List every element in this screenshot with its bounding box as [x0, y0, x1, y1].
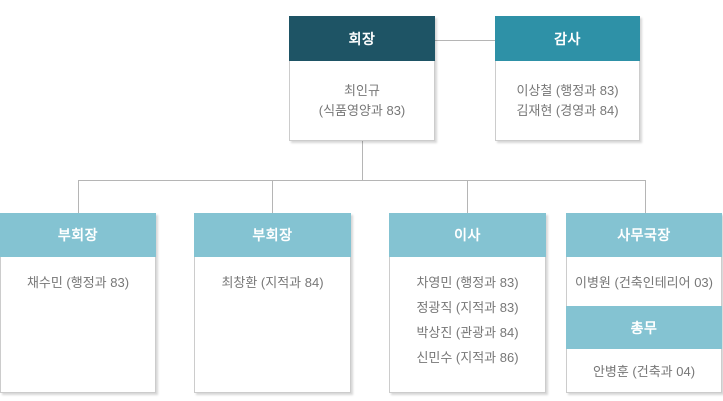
chairman-members: 최인규 (식품영양과 83): [289, 61, 435, 141]
connector-chairman-down: [362, 141, 363, 181]
org-box-vice-chairman-2: 부회장 최창환 (지적과 84): [194, 213, 351, 393]
member-name: 이상철 (행정과 83): [516, 82, 619, 98]
member-name: 김재현 (경영과 84): [516, 102, 619, 118]
org-box-secretary-general: 사무국장 이병원 (건축인테리어 03) 총무 안병훈 (건축과 04): [566, 213, 722, 393]
member-name: 신민수 (지적과 86): [416, 350, 519, 365]
vice-chairman-2-members: 최창환 (지적과 84): [194, 257, 351, 393]
member-name: 안병훈 (건축과 04): [592, 364, 696, 379]
vice-chairman-1-title: 부회장: [0, 213, 156, 257]
member-name: 정광직 (지적과 83): [416, 300, 519, 315]
member-name: 차영민 (행정과 83): [416, 275, 519, 290]
vice-chairman-1-members: 채수민 (행정과 83): [0, 257, 156, 393]
org-box-directors: 이사 차영민 (행정과 83) 정광직 (지적과 83) 박상진 (관광과 84…: [389, 213, 546, 393]
auditor-members: 이상철 (행정과 83) 김재현 (경영과 84): [495, 61, 640, 141]
directors-title: 이사: [389, 213, 546, 257]
connector-drop-vice2: [272, 181, 273, 213]
member-name: 이병원 (건축인테리어 03): [575, 275, 713, 290]
secretary-general-members: 이병원 (건축인테리어 03): [566, 257, 722, 306]
connector-drop-directors: [467, 181, 468, 213]
connector-horizontal-rail: [78, 180, 646, 181]
org-box-vice-chairman-1: 부회장 채수민 (행정과 83): [0, 213, 156, 393]
vice-chairman-2-title: 부회장: [194, 213, 351, 257]
org-box-auditor: 감사 이상철 (행정과 83) 김재현 (경영과 84): [495, 16, 640, 141]
member-name: 최인규: [344, 82, 380, 98]
connector-drop-secretary: [645, 181, 646, 213]
directors-members: 차영민 (행정과 83) 정광직 (지적과 83) 박상진 (관광과 84) 신…: [389, 257, 546, 393]
org-box-chairman: 회장 최인규 (식품영양과 83): [289, 16, 435, 141]
member-name: 박상진 (관광과 84): [416, 325, 519, 340]
auditor-title: 감사: [495, 16, 640, 61]
secretary-general-title: 사무국장: [566, 213, 722, 257]
member-dept: (식품영양과 83): [318, 102, 406, 118]
connector-chairman-auditor: [435, 40, 495, 41]
general-affairs-title: 총무: [566, 306, 722, 349]
chairman-title: 회장: [289, 16, 435, 61]
connector-drop-vice1: [78, 181, 79, 213]
member-name: 채수민 (행정과 83): [26, 275, 130, 290]
member-name: 최창환 (지적과 84): [221, 275, 324, 290]
general-affairs-members: 안병훈 (건축과 04): [566, 349, 722, 393]
